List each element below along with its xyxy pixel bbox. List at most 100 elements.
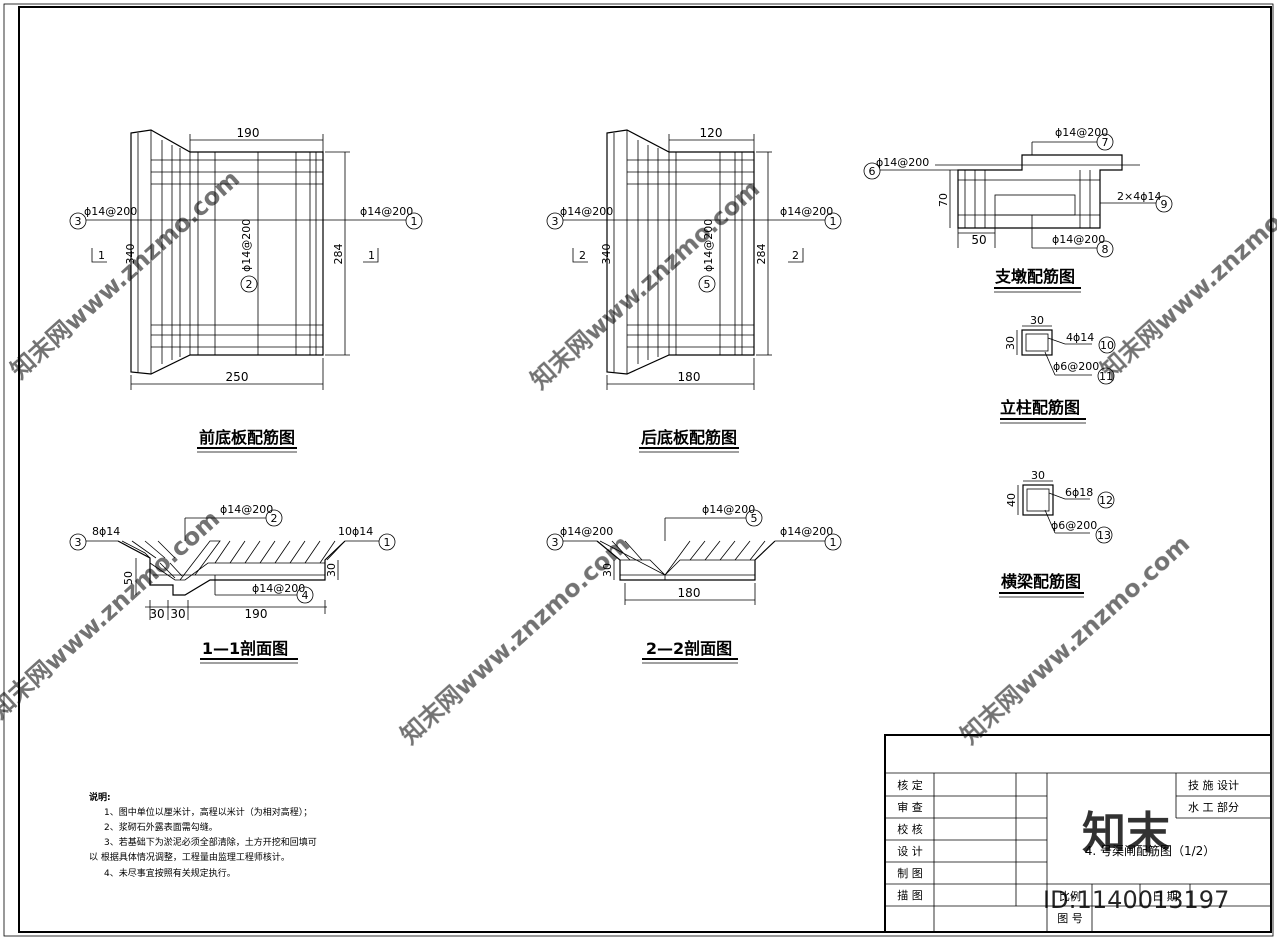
watermark-text: 知末网www.znzmo.com <box>395 530 635 750</box>
inner-border <box>18 6 1272 933</box>
section-2-drawing: 5 ϕ14@200 3 ϕ14@200 1 ϕ14@200 30 180 2—2… <box>546 503 842 664</box>
svg-text:11: 11 <box>1099 370 1113 383</box>
watermark-text: 知末网www.znzmo.com <box>955 530 1195 750</box>
rear-dim-bottom: 180 <box>678 370 701 384</box>
section2-label-top: ϕ14@200 <box>702 503 755 516</box>
svg-text:1: 1 <box>368 249 375 262</box>
svg-text:30: 30 <box>149 607 164 621</box>
section-2-title: 2—2剖面图 <box>646 639 732 658</box>
rear-dim-left: 340 <box>600 244 613 265</box>
outer-border <box>3 3 1274 937</box>
front-plate-drawing: 190 250 340 284 3 ϕ14@200 1 ϕ14@200 2 ϕ1… <box>69 126 423 453</box>
svg-text:30: 30 <box>325 563 338 577</box>
front-plate-title: 前底板配筋图 <box>199 428 295 447</box>
section-2-hatch <box>611 540 766 561</box>
watermark-text: 知末网www.znzmo.com <box>5 165 245 385</box>
rear-label-left: ϕ14@200 <box>560 205 613 218</box>
rebar-mark-1 <box>405 212 423 230</box>
column-title: 立柱配筋图 <box>1000 398 1080 417</box>
front-dim-left: 340 <box>124 244 137 265</box>
tb-row-3: 校 核 <box>897 822 923 836</box>
svg-text:3: 3 <box>75 536 82 549</box>
note-line-2: 2、浆砌石外露表面需勾缝。 <box>104 821 218 833</box>
svg-text:2: 2 <box>271 512 278 525</box>
front-dim-right: 284 <box>332 244 345 265</box>
watermark-logo: 知末 <box>1082 808 1170 859</box>
svg-text:9: 9 <box>1161 198 1168 211</box>
section1-label-top: ϕ14@200 <box>220 503 273 516</box>
section-1-drawing: 2 ϕ14@200 3 8ϕ14 1 10ϕ14 4 ϕ14@200 50 30… <box>69 503 396 664</box>
tb-row-2: 审 查 <box>897 800 923 814</box>
pier-title: 支墩配筋图 <box>994 267 1075 286</box>
svg-text:1: 1 <box>384 536 391 549</box>
svg-text:13: 13 <box>1097 529 1111 542</box>
tb-dept: 水 工 部分 <box>1188 800 1239 814</box>
svg-text:50: 50 <box>122 571 135 585</box>
notes-block: 说明: 1、图中单位以厘米计，高程以米计（为相对高程）； 2、浆砌石外露表面需勾… <box>89 791 317 879</box>
svg-text:30: 30 <box>601 563 614 577</box>
front-label-right: ϕ14@200 <box>360 205 413 218</box>
section1-label-right: 10ϕ14 <box>338 525 373 538</box>
pier-label-left: ϕ14@200 <box>876 156 929 169</box>
svg-text:30: 30 <box>1004 336 1017 350</box>
rear-label-right: ϕ14@200 <box>780 205 833 218</box>
beam-label-1: 6ϕ18 <box>1065 486 1093 499</box>
notes-heading: 说明: <box>89 791 111 803</box>
tb-drawing-name: 4. 号渠闸配筋图（1/2） <box>1085 843 1216 858</box>
section-1-title: 1—1剖面图 <box>202 639 288 658</box>
beam-title: 横梁配筋图 <box>1001 572 1081 591</box>
svg-text:1: 1 <box>411 215 418 228</box>
svg-text:2: 2 <box>246 278 253 291</box>
front-dim-bottom: 250 <box>226 370 249 384</box>
beam-label-2: ϕ6@200 <box>1051 519 1097 532</box>
section1-label-left: 8ϕ14 <box>92 525 120 538</box>
pier-drawing: 7 ϕ14@200 6 ϕ14@200 9 2×4ϕ14 8 ϕ14@200 7… <box>863 126 1173 293</box>
rebar-mark-3 <box>546 212 564 230</box>
column-label-2: ϕ6@200 <box>1053 360 1099 373</box>
svg-text:3: 3 <box>75 215 82 228</box>
front-label-center: ϕ14@200 <box>240 219 253 272</box>
note-line-5: 4、未尽事宜按照有关规定执行。 <box>104 867 236 879</box>
svg-text:190: 190 <box>245 607 268 621</box>
svg-text:50: 50 <box>971 233 986 247</box>
svg-text:12: 12 <box>1099 494 1113 507</box>
tb-stage: 技 施 设计 <box>1188 779 1239 792</box>
pier-label-right: 2×4ϕ14 <box>1117 190 1161 203</box>
rebar-mark-3 <box>69 212 87 230</box>
tb-date-label: 日 期 <box>1152 890 1178 903</box>
svg-text:1: 1 <box>98 249 105 262</box>
watermark-id: ID:1140013197 <box>1043 886 1229 914</box>
front-dim-top: 190 <box>237 126 260 140</box>
rear-label-center: ϕ14@200 <box>702 219 715 272</box>
note-line-4: 以 根据具体情况调整，工程量由监理工程师核计。 <box>89 851 290 863</box>
tb-row-5: 制 图 <box>897 867 923 880</box>
title-block: 核 定 审 查 校 核 设 计 制 图 描 图 技 施 设计 水 工 部分 4.… <box>884 734 1272 933</box>
note-line-1: 1、图中单位以厘米计，高程以米计（为相对高程）； <box>104 806 312 818</box>
svg-text:8: 8 <box>1102 243 1109 256</box>
svg-text:5: 5 <box>751 512 758 525</box>
section1-label-mid: ϕ14@200 <box>252 582 305 595</box>
svg-text:4: 4 <box>302 589 309 602</box>
rebar-mark-1 <box>824 212 842 230</box>
front-label-left: ϕ14@200 <box>84 205 137 218</box>
beam-drawing: 30 40 12 6ϕ18 13 ϕ6@200 横梁配筋图 <box>999 469 1115 598</box>
svg-text:3: 3 <box>552 215 559 228</box>
tb-scale-label: 比例 <box>1059 889 1081 903</box>
rebar-mark-2 <box>240 275 258 293</box>
svg-text:10: 10 <box>1100 339 1114 352</box>
svg-text:5: 5 <box>704 278 711 291</box>
svg-text:1: 1 <box>830 215 837 228</box>
rear-dim-top: 120 <box>700 126 723 140</box>
rear-plate-drawing: 120 180 340 284 3 ϕ14@200 1 ϕ14@200 5 ϕ1… <box>546 126 842 453</box>
rebar-mark-5 <box>698 275 716 293</box>
svg-text:6: 6 <box>869 165 876 178</box>
section2-label-right: ϕ14@200 <box>780 525 833 538</box>
svg-text:30: 30 <box>1030 314 1044 327</box>
rear-plate-title: 后底板配筋图 <box>641 428 737 447</box>
note-line-3: 3、若基础下为淤泥必须全部清除，土方开挖和回填可 <box>104 836 317 848</box>
svg-text:3: 3 <box>552 536 559 549</box>
svg-text:7: 7 <box>1102 136 1109 149</box>
pier-label-bottom: ϕ14@200 <box>1052 233 1105 246</box>
watermark-layer: 知末网www.znzmo.com 知末网www.znzmo.com 知末网www… <box>0 165 1277 750</box>
